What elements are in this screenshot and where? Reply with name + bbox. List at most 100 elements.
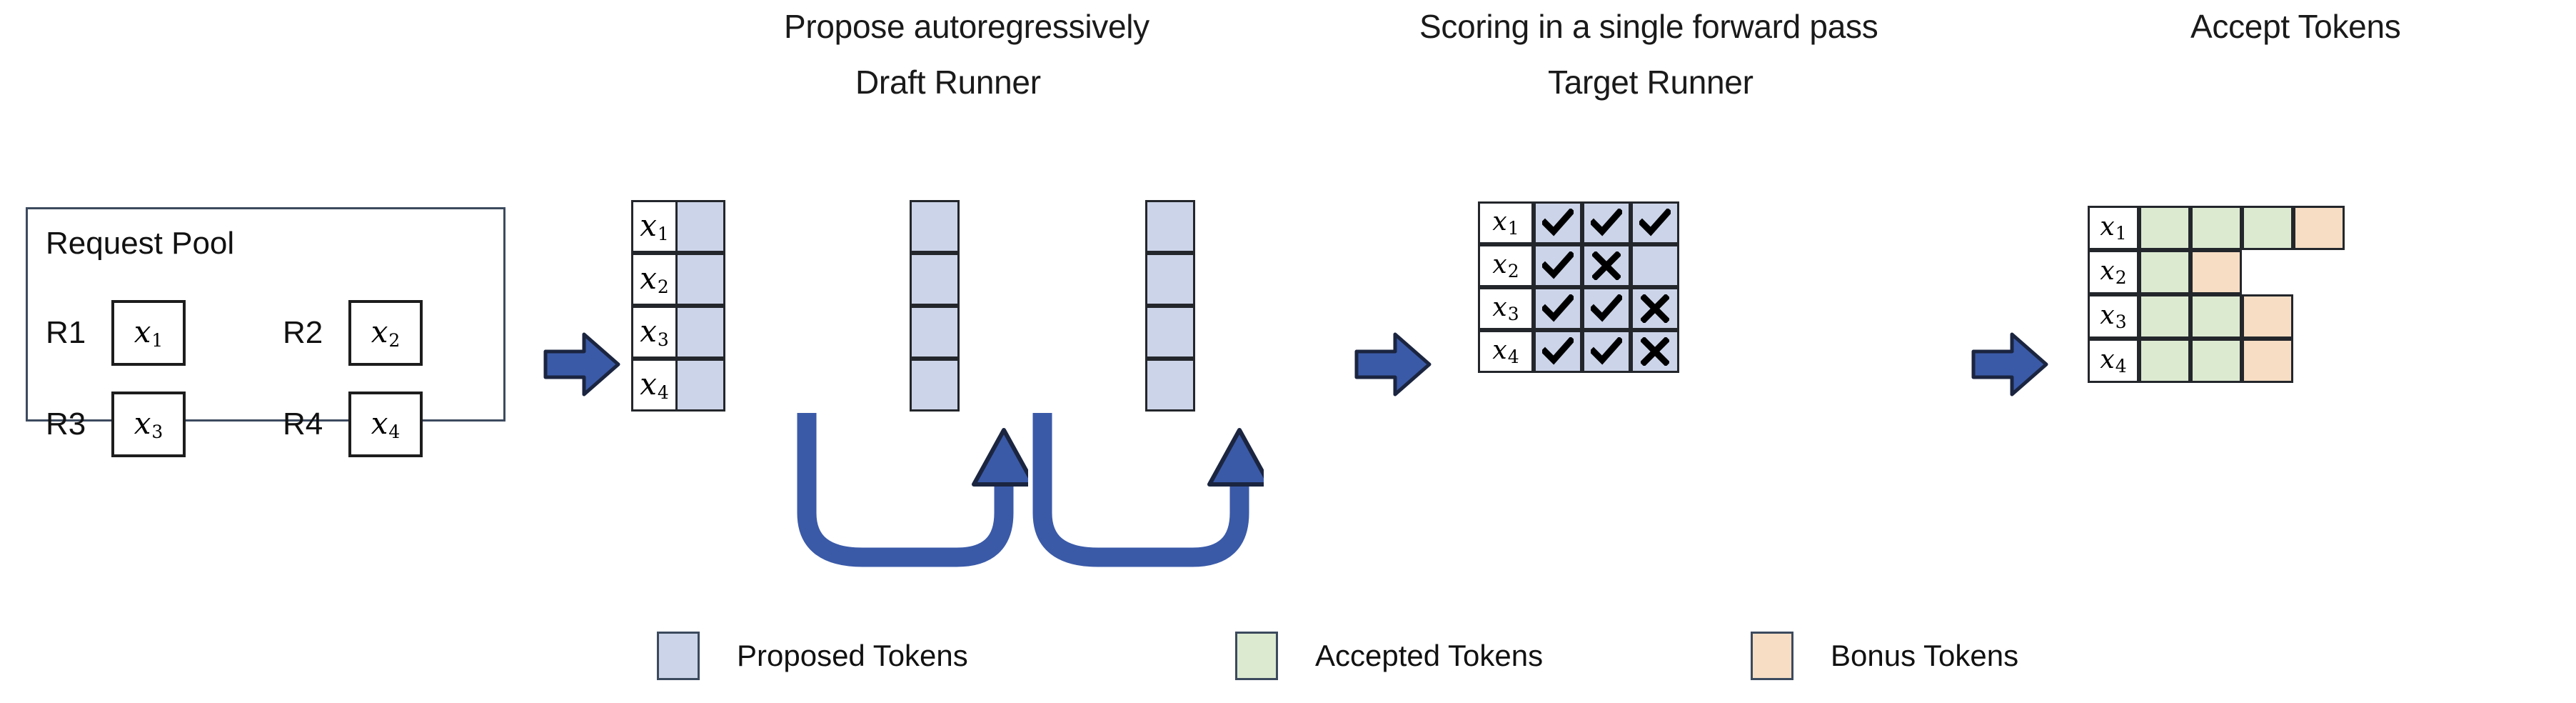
cross-icon [1633, 289, 1677, 328]
target-cell-blank [1631, 244, 1679, 287]
target-row-label-3: x3 [1478, 287, 1534, 330]
draft-runner-step-column-1 [675, 200, 725, 412]
target-cell-check [1631, 201, 1679, 244]
check-icon [1584, 289, 1629, 328]
legend-item-bonus: Bonus Tokens [1751, 632, 2018, 680]
request-label-r3: R3 [46, 407, 86, 442]
target-cell-check [1534, 287, 1582, 330]
target-runner-grid: x1 x2 [1478, 201, 1679, 373]
legend-swatch-accepted [1235, 632, 1278, 680]
accept-tokens-row: x4 [2088, 339, 2345, 383]
title-draft-runner: Draft Runner [855, 64, 1041, 101]
target-cell-check [1534, 244, 1582, 287]
flow-arrow-3-icon [1971, 329, 2049, 404]
draft-row-label-1: x1 [631, 200, 678, 253]
draft-row-label-3: x3 [631, 306, 678, 359]
accept-cell-empty [2293, 250, 2345, 294]
draft-proposed-cell [910, 306, 960, 359]
legend-label-bonus: Bonus Tokens [1831, 639, 2019, 672]
flow-arrow-2-icon [1354, 329, 1432, 404]
draft-proposed-cell [910, 359, 960, 412]
title-accept-tokens: Accept Tokens [2190, 8, 2401, 45]
check-icon [1536, 246, 1580, 285]
request-row-r1: R1 x1 [46, 300, 186, 366]
draft-proposed-cell [675, 200, 725, 253]
accept-cell-accepted [2139, 294, 2190, 339]
accept-cell-empty [2242, 250, 2293, 294]
target-row-label-1: x1 [1478, 201, 1534, 244]
token-x2: x2 [371, 314, 401, 351]
request-label-r4: R4 [283, 407, 323, 442]
target-cell-cross [1582, 244, 1631, 287]
title-propose-autoregressively: Propose autoregressively [784, 8, 1149, 45]
check-icon [1584, 332, 1629, 371]
title-scoring-single-forward-pass: Scoring in a single forward pass [1419, 8, 1878, 45]
request-token-box-r3: x3 [111, 392, 186, 457]
legend-swatch-bonus [1751, 632, 1793, 680]
target-cell-cross [1631, 330, 1679, 373]
draft-proposed-cell [675, 306, 725, 359]
draft-runner-label-column: x1 x2 x3 x4 [631, 200, 678, 412]
accept-tokens-row: x2 [2088, 250, 2345, 294]
draft-proposed-cell [1145, 306, 1195, 359]
accept-cell-accepted [2139, 250, 2190, 294]
accept-cell-accepted [2190, 294, 2242, 339]
cross-icon [1633, 332, 1677, 371]
draft-row-label-4: x4 [631, 359, 678, 412]
target-cell-check [1534, 330, 1582, 373]
cross-icon [1584, 246, 1629, 285]
target-row-label-4: x4 [1478, 330, 1534, 373]
target-runner-row: x2 [1478, 244, 1679, 287]
request-pool-panel [26, 207, 505, 422]
draft-loop-arrow-1-icon [793, 406, 1036, 588]
request-label-r1: R1 [46, 315, 86, 350]
check-icon [1536, 289, 1580, 328]
request-token-box-r2: x2 [348, 300, 423, 366]
draft-runner-step-column-3 [1145, 200, 1195, 412]
draft-proposed-cell [675, 359, 725, 412]
draft-proposed-cell [1145, 359, 1195, 412]
legend-label-accepted: Accepted Tokens [1315, 639, 1544, 672]
accept-cell-accepted [2242, 206, 2293, 250]
accept-cell-accepted [2139, 206, 2190, 250]
accept-row-label-3: x3 [2088, 294, 2139, 339]
accept-row-label-4: x4 [2088, 339, 2139, 383]
request-token-box-r4: x4 [348, 392, 423, 457]
target-cell-check [1534, 201, 1582, 244]
target-row-label-2: x2 [1478, 244, 1534, 287]
request-token-box-r1: x1 [111, 300, 186, 366]
token-x4: x4 [371, 405, 401, 442]
accept-cell-empty [2293, 339, 2345, 383]
accept-cell-bonus [2190, 250, 2242, 294]
check-icon [1536, 332, 1580, 371]
draft-proposed-cell [910, 253, 960, 306]
target-runner-row: x4 [1478, 330, 1679, 373]
accept-cell-bonus [2293, 206, 2345, 250]
accept-cell-accepted [2190, 206, 2242, 250]
accept-tokens-row: x1 [2088, 206, 2345, 250]
draft-proposed-cell [1145, 253, 1195, 306]
check-icon [1536, 204, 1580, 242]
check-icon [1633, 204, 1677, 242]
accept-cell-bonus [2242, 339, 2293, 383]
draft-proposed-cell [675, 253, 725, 306]
request-row-r2: R2 x2 [283, 300, 423, 366]
accept-row-label-2: x2 [2088, 250, 2139, 294]
legend-item-proposed: Proposed Tokens [657, 632, 968, 680]
draft-row-label-2: x2 [631, 253, 678, 306]
token-x3: x3 [134, 405, 163, 442]
flow-arrow-1-icon [543, 329, 621, 404]
legend-swatch-proposed [657, 632, 700, 680]
request-row-r3: R3 x3 [46, 392, 186, 457]
request-label-r2: R2 [283, 315, 323, 350]
draft-loop-arrow-2-icon [1028, 406, 1272, 588]
target-cell-check [1582, 201, 1631, 244]
accept-cell-accepted [2139, 339, 2190, 383]
target-cell-check [1582, 287, 1631, 330]
draft-runner-step-column-2 [910, 200, 960, 412]
draft-proposed-cell [1145, 200, 1195, 253]
target-cell-cross [1631, 287, 1679, 330]
accept-cell-bonus [2242, 294, 2293, 339]
accept-tokens-grid: x1 x2 x3 x4 [2088, 206, 2345, 383]
request-pool-title: Request Pool [46, 226, 235, 261]
